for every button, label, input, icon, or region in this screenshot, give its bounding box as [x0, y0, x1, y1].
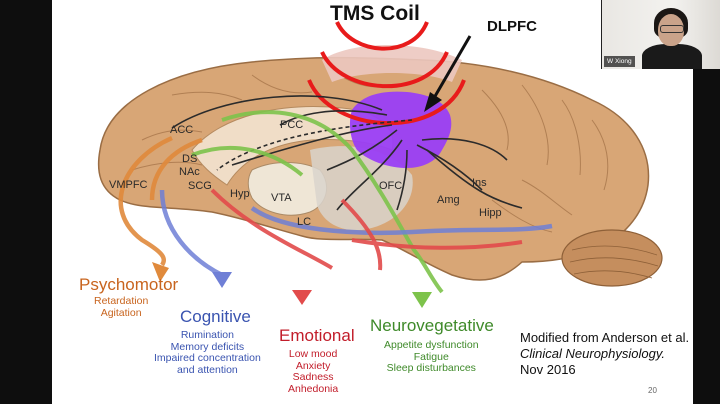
region-scg: SCG [188, 180, 212, 192]
emotional-item: Anxiety [295, 359, 331, 372]
orange-pathway [118, 135, 203, 267]
neurovegetative-item: Appetite dysfunction [384, 339, 479, 351]
citation: Modified from Anderson et al. Clinical N… [520, 330, 689, 378]
dlpfc-label: DLPFC [487, 18, 537, 35]
psychomotor-item: Agitation [100, 306, 142, 319]
citation-line3: Nov 2016 [520, 362, 576, 377]
region-vta: VTA [271, 192, 292, 204]
neurovegetative-item: Fatigue [413, 350, 449, 363]
cognitive-item: Impaired concentration [154, 352, 261, 364]
red-pathway [210, 188, 523, 271]
participant-body [642, 44, 702, 69]
region-pcc: PCC [280, 119, 304, 131]
category-emotional-items: Low mood Anxiety Sadness Anhedonia [288, 348, 339, 395]
participant-name-label: W Xiong [604, 56, 635, 67]
neurovegetative-item: Sleep disturbances [386, 362, 476, 374]
emotional-item: Low mood [288, 348, 338, 360]
cognitive-item: and attention [177, 363, 238, 376]
region-ins: Ins [472, 177, 487, 189]
category-neurovegetative-title: Neurovegetative [370, 316, 494, 335]
cognitive-item: Memory deficits [170, 340, 245, 353]
category-cognitive-title: Cognitive [180, 307, 251, 326]
category-cognitive-items: Rumination Memory deficits Impaired conc… [154, 329, 261, 376]
category-neurovegetative-items: Appetite dysfunction Fatigue Sleep distu… [384, 339, 479, 375]
participant-video-tile[interactable]: W Xiong [601, 0, 720, 69]
tms-coil-arcs [307, 21, 466, 126]
emotional-item: Sadness [292, 371, 334, 383]
dlpfc-arrow [424, 35, 472, 112]
region-ofc: OFC [379, 180, 403, 192]
slide-page-number: 20 [648, 386, 657, 395]
connection-lines [171, 95, 523, 211]
tms-coil-title: TMS Coil [330, 2, 420, 25]
green-pathway [191, 110, 444, 294]
slide: TMS Coil DLPFC ACC PCC DS NAc SCG VMPFC … [52, 0, 693, 404]
category-psychomotor-title: Psychomotor [79, 275, 179, 294]
brain-figure [97, 21, 663, 308]
region-hyp: Hyp [230, 188, 250, 200]
blue-pathway [159, 189, 553, 278]
region-ds: DS [182, 153, 198, 165]
citation-line1: Modified from Anderson et al. [520, 330, 690, 345]
citation-line2: Clinical Neurophysiology. [520, 346, 665, 361]
glasses-icon [660, 25, 684, 33]
region-amg: Amg [437, 194, 460, 206]
region-nac: NAc [179, 166, 200, 178]
psychomotor-item: Retardation [94, 295, 149, 307]
region-vmpfc: VMPFC [109, 179, 148, 191]
region-lc: LC [297, 216, 312, 228]
thalamus [247, 162, 328, 216]
cognitive-item: Rumination [180, 329, 234, 341]
region-hipp: Hipp [479, 207, 502, 219]
emotional-item: Anhedonia [288, 382, 339, 395]
region-acc: ACC [170, 124, 194, 136]
category-emotional-title: Emotional [279, 326, 355, 345]
category-psychomotor-items: Retardation Agitation [94, 295, 149, 319]
